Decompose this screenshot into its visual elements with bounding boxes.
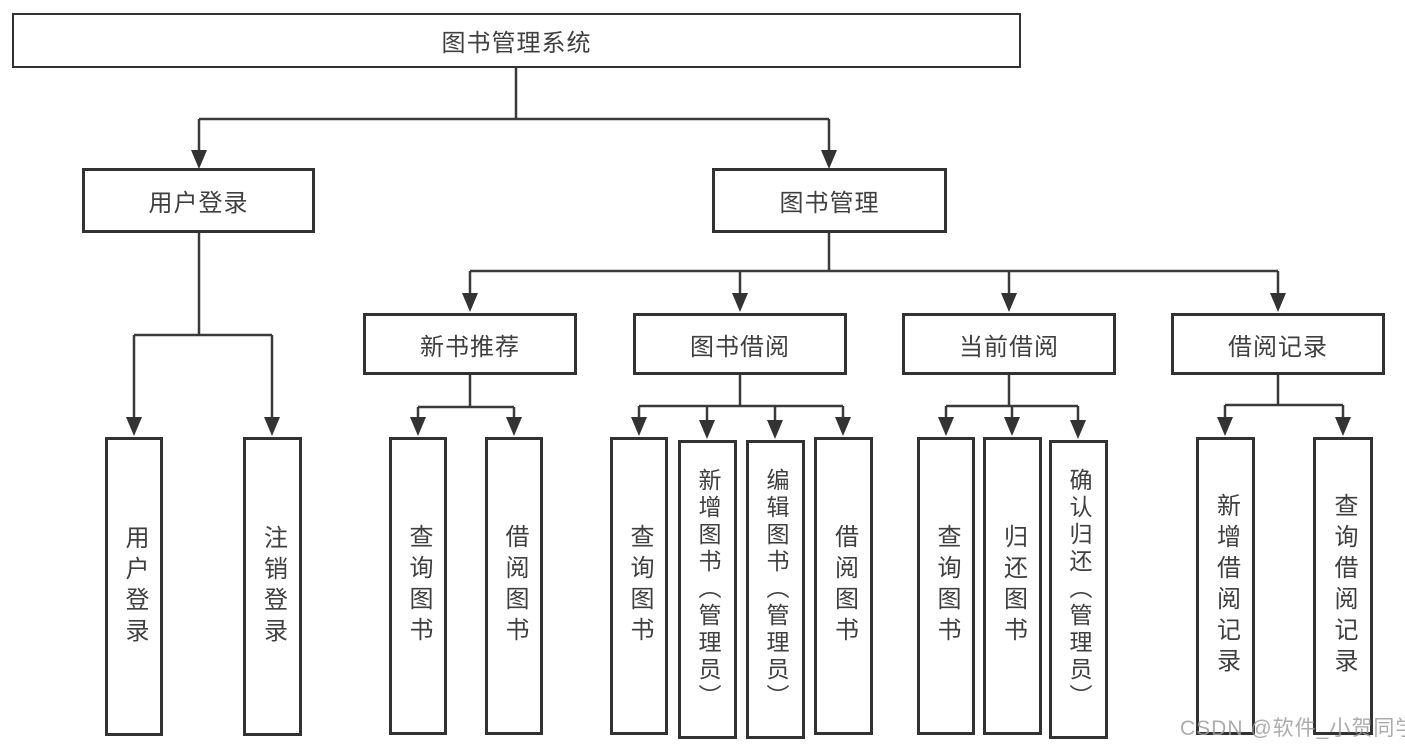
leaf-add-books-admin: 新增图书（管理员）	[678, 440, 737, 739]
leaf-recommend-query-books: 查询图书	[389, 437, 447, 735]
node-book-borrowing: 图书借阅	[633, 313, 847, 375]
leaf-user-login-label: 用户登录	[121, 524, 148, 649]
leaf-current-query-books-label: 查询图书	[933, 524, 960, 648]
node-book-management: 图书管理	[712, 168, 947, 233]
leaf-add-borrow-record: 新增借阅记录	[1196, 437, 1255, 735]
leaf-query-borrow-record: 查询借阅记录	[1313, 437, 1373, 735]
leaf-confirm-return-admin: 确认归还（管理员）	[1049, 440, 1108, 739]
connector-book-mgmt-branch	[468, 233, 1280, 296]
leaf-borrow-books-label: 借阅图书	[830, 524, 858, 648]
node-library-management-system: 图书管理系统	[12, 13, 1021, 68]
leaf-logout: 注销登录	[243, 437, 302, 736]
leaf-return-books-label: 归还图书	[999, 524, 1027, 648]
leaf-query-borrow-record-label: 查询借阅记录	[1330, 493, 1357, 679]
connector-new-book-branch	[416, 375, 516, 420]
connector-records-branch	[1223, 375, 1345, 420]
leaf-recommend-borrow-books: 借阅图书	[485, 437, 543, 735]
connector-root-to-level2	[197, 68, 831, 152]
leaf-edit-books-admin: 编辑图书（管理员）	[746, 440, 805, 739]
csdn-watermark: CSDN @软件_小贺同学	[1180, 717, 1405, 740]
leaf-borrow-books: 借阅图书	[814, 437, 873, 735]
node-user-login: 用户登录	[82, 168, 315, 233]
connector-current-branch	[944, 375, 1080, 423]
node-new-book-recommendation: 新书推荐	[363, 313, 577, 375]
leaf-current-query-books: 查询图书	[917, 437, 975, 735]
leaf-add-books-admin-label: 新增图书（管理员）	[695, 468, 721, 711]
leaf-recommend-borrow-books-label: 借阅图书	[501, 524, 528, 648]
leaf-recommend-query-books-label: 查询图书	[405, 524, 432, 648]
leaf-logout-label: 注销登录	[259, 524, 287, 649]
node-borrowing-records: 借阅记录	[1171, 313, 1385, 375]
leaf-return-books: 归还图书	[983, 437, 1042, 735]
leaf-borrow-query-books-label: 查询图书	[626, 524, 653, 648]
leaf-user-login: 用户登录	[105, 437, 163, 736]
leaf-confirm-return-admin-label: 确认归还（管理员）	[1066, 468, 1092, 711]
leaf-add-borrow-record-label: 新增借阅记录	[1212, 493, 1240, 679]
leaf-edit-books-admin-label: 编辑图书（管理员）	[763, 468, 789, 711]
connector-borrow-branch	[637, 375, 845, 423]
leaf-borrow-query-books: 查询图书	[610, 437, 668, 735]
node-current-borrowing: 当前借阅	[902, 313, 1116, 375]
connector-user-login-branch	[132, 233, 274, 420]
